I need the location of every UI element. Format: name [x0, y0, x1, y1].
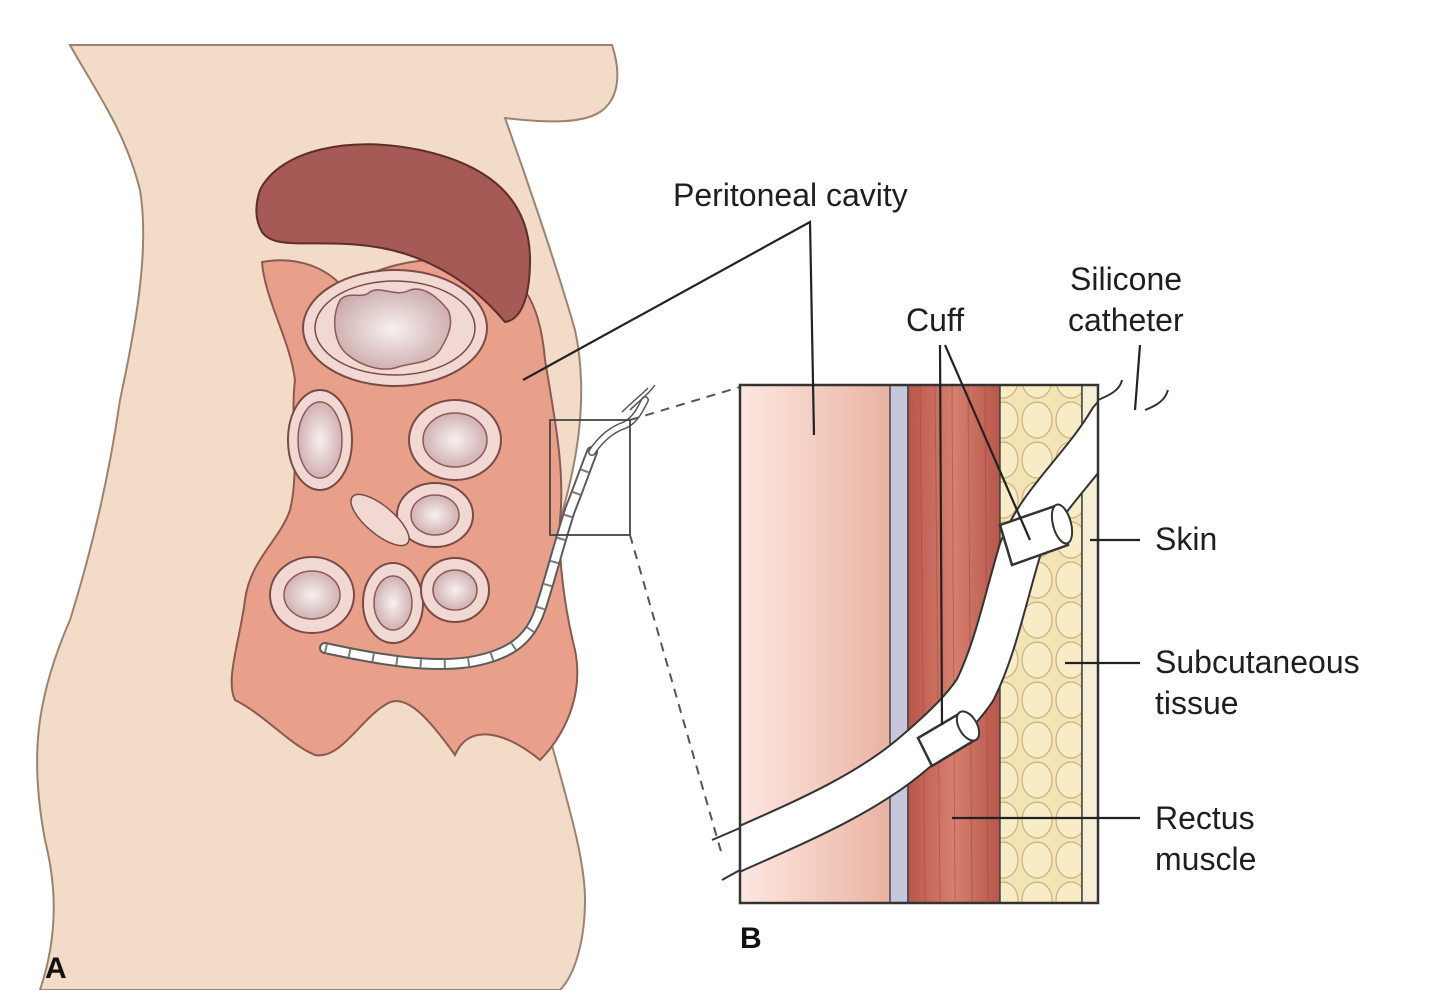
skin-layer — [1081, 385, 1098, 903]
leader-lines — [522, 220, 1142, 820]
label-subcutaneous-line2: tissue — [1155, 685, 1239, 721]
label-skin: Skin — [1155, 521, 1217, 557]
label-rectus-line1: Rectus — [1155, 800, 1255, 836]
label-silicone-line2: catheter — [1068, 302, 1184, 338]
label-subcutaneous-line1: Subcutaneous — [1155, 644, 1360, 680]
label-cuff: Cuff — [906, 302, 964, 338]
zoom-dashed-line-top — [629, 386, 741, 421]
panel-label-b: B — [740, 922, 762, 955]
cuff-superficial — [998, 503, 1074, 567]
zoom-region-box — [549, 419, 631, 536]
label-rectus-line2: muscle — [1155, 841, 1256, 877]
zoom-dashed-line-bottom — [629, 534, 723, 856]
abdominal-organs — [230, 143, 656, 762]
peritoneal-membrane — [889, 385, 909, 903]
bowel-loops — [269, 389, 502, 644]
label-peritoneal-cavity: Peritoneal cavity — [673, 177, 908, 213]
liver — [255, 143, 532, 324]
cross-section-panel — [711, 379, 1169, 905]
label-silicone-line1: Silicone — [1070, 261, 1182, 297]
cuff-deep — [916, 710, 981, 768]
panel-label-a: A — [45, 952, 67, 985]
